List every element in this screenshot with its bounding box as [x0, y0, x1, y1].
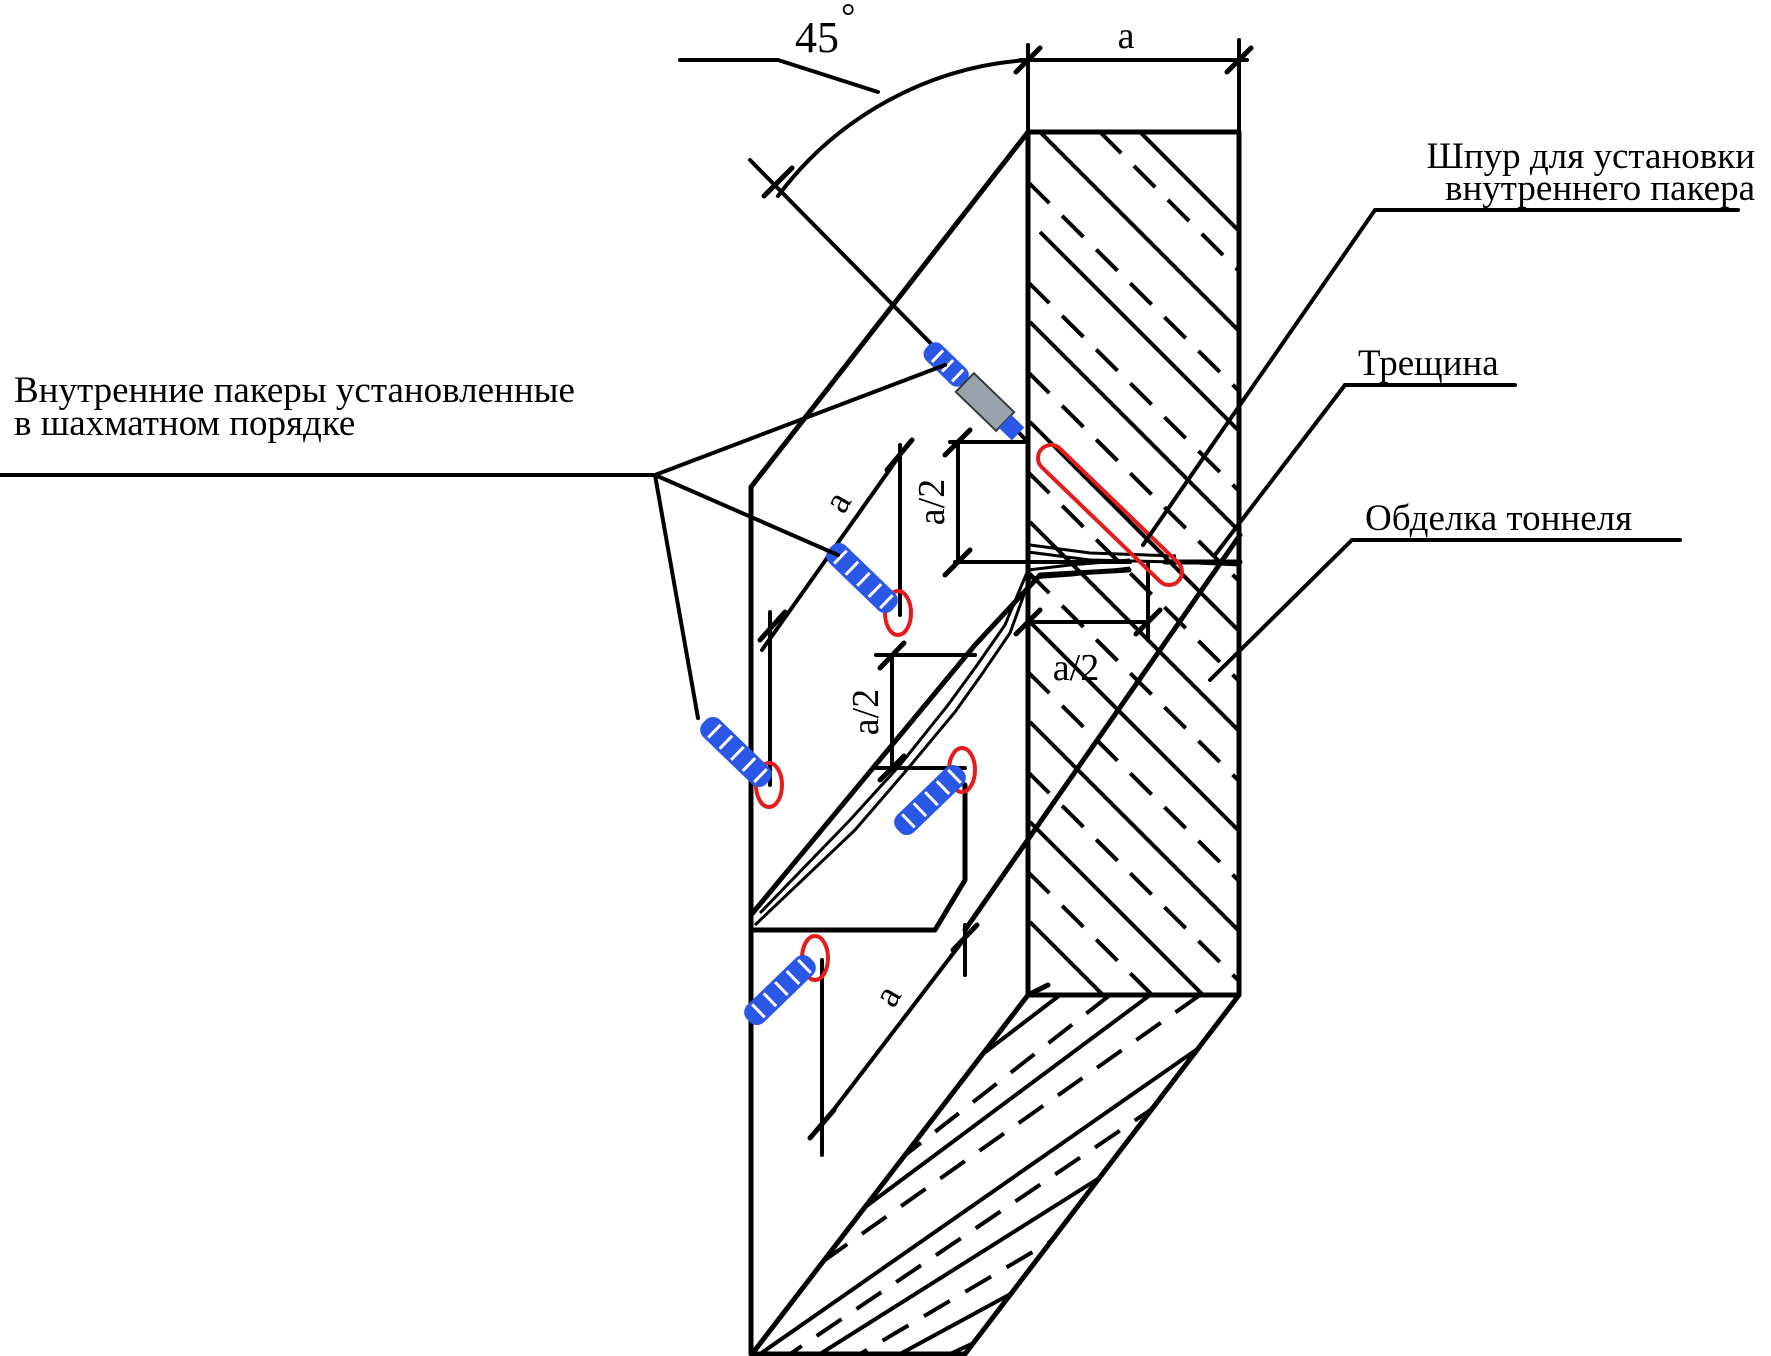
lining-wall-hatching [1026, 132, 1239, 995]
dimension-half-center: a/2 [911, 427, 1132, 578]
tunnel-lining-outline [749, 129, 1242, 1356]
lining-floor-hatching [752, 995, 1239, 1354]
dimension-spacing-lower: a [807, 922, 980, 1157]
borehole [1036, 443, 1184, 587]
borehole-label-line1: Шпур для установки [1427, 136, 1755, 177]
dimension-width-top: a [1013, 15, 1254, 134]
borehole-label-line2: внутреннего пакера [1445, 168, 1755, 209]
packer-in-borehole [923, 342, 1025, 441]
angle-label: 45° [795, 0, 855, 62]
crack-line [753, 543, 1243, 927]
angle-value: 45 [795, 13, 839, 62]
dimension-spacing-upper-label: a [815, 484, 860, 520]
callout-leaders [0, 208, 1740, 720]
dimension-half-left: a/2 [845, 640, 977, 783]
dimension-half-left-label: a/2 [845, 689, 887, 735]
dimension-spacing-upper: a [757, 437, 915, 787]
packer-upper-left [820, 537, 913, 637]
packer-lower [738, 934, 830, 1031]
packer-middle-left [694, 711, 784, 809]
crack-label: Трещина [1358, 343, 1499, 384]
lining-label: Обделка тоннеля [1365, 498, 1632, 539]
structure-outline [748, 129, 1243, 1356]
dimension-half-center-label: a/2 [911, 479, 953, 525]
packers-label-line1: Внутренние пакеры установленные [14, 370, 575, 411]
dimension-spacing-lower-label: a [865, 978, 910, 1014]
dimension-half-right-label: a/2 [1053, 647, 1099, 689]
packer-center [888, 746, 977, 841]
dimension-width-top-label: a [1118, 15, 1135, 57]
degree-mark: ° [841, 0, 855, 36]
packers-label-line2: в шахматном порядке [14, 403, 355, 444]
dimension-half-right: a/2 [1013, 560, 1163, 689]
